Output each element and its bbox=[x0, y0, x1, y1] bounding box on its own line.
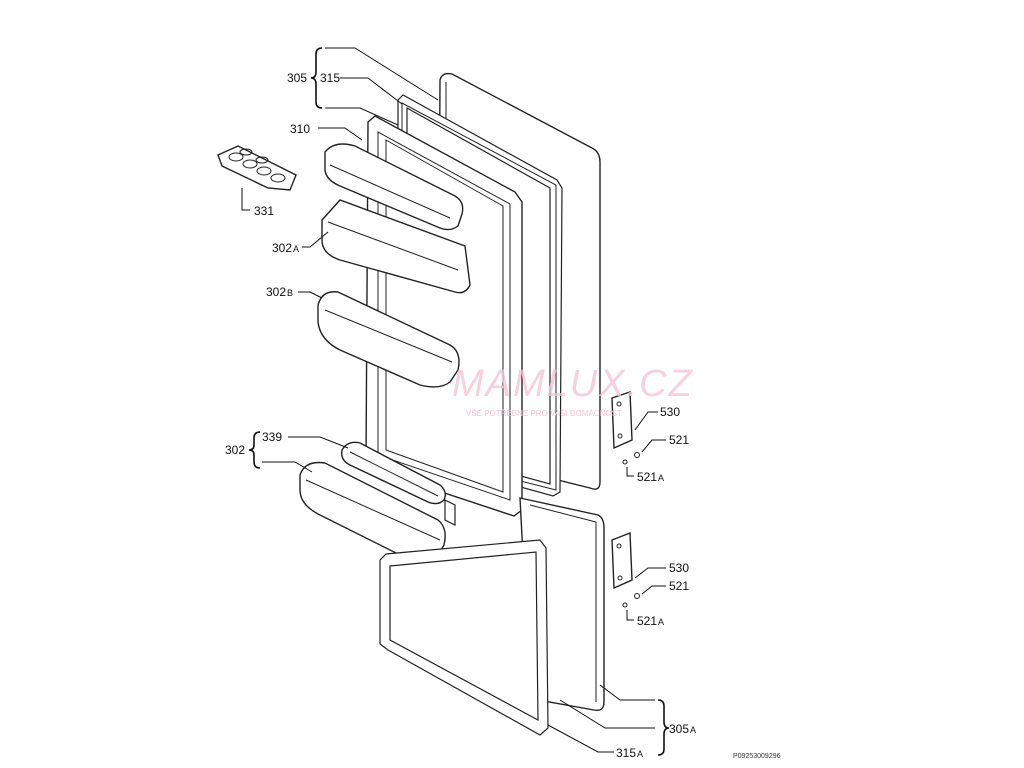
shelf-302b bbox=[317, 291, 460, 388]
label-302: 302 bbox=[225, 443, 245, 457]
label-302b: 302B bbox=[266, 285, 293, 299]
egg-tray bbox=[217, 145, 297, 191]
label-530-upper: 530 bbox=[660, 405, 680, 419]
brace-305 bbox=[310, 47, 323, 109]
label-315: 315 bbox=[320, 71, 340, 85]
leader-lines bbox=[241, 47, 666, 753]
label-305a: 305A bbox=[669, 722, 696, 736]
label-305: 305 bbox=[287, 71, 307, 85]
upper-hinge-530 bbox=[611, 391, 640, 465]
label-521-upper: 521 bbox=[669, 433, 689, 447]
brace-302 bbox=[248, 431, 261, 469]
label-521a-upper: 521A bbox=[637, 470, 664, 484]
label-339: 339 bbox=[262, 430, 282, 444]
watermark-brand: MAMLUX.CZ bbox=[452, 363, 694, 405]
lower-hinge-530 bbox=[611, 531, 640, 608]
label-310: 310 bbox=[290, 122, 310, 136]
lower-door-gasket bbox=[379, 499, 549, 736]
watermark: MAMLUX.CZ VŠE POTŘEBNÉ PRO VAŠI DOMÁCNOS… bbox=[452, 363, 694, 418]
brace-305a bbox=[657, 699, 670, 756]
label-331: 331 bbox=[254, 204, 274, 218]
label-521-lower: 521 bbox=[669, 579, 689, 593]
label-315a: 315A bbox=[616, 746, 643, 760]
label-530-lower: 530 bbox=[669, 561, 689, 575]
shelf-302a bbox=[321, 199, 471, 294]
shelf-310 bbox=[324, 143, 464, 231]
label-521a-lower: 521A bbox=[637, 614, 664, 628]
shelf-cover-339 bbox=[340, 441, 447, 505]
watermark-tagline: VŠE POTŘEBNÉ PRO VAŠI DOMÁCNOST bbox=[466, 409, 622, 418]
drawing-code: P09253009296 bbox=[733, 753, 781, 760]
label-302a: 302A bbox=[272, 241, 299, 255]
